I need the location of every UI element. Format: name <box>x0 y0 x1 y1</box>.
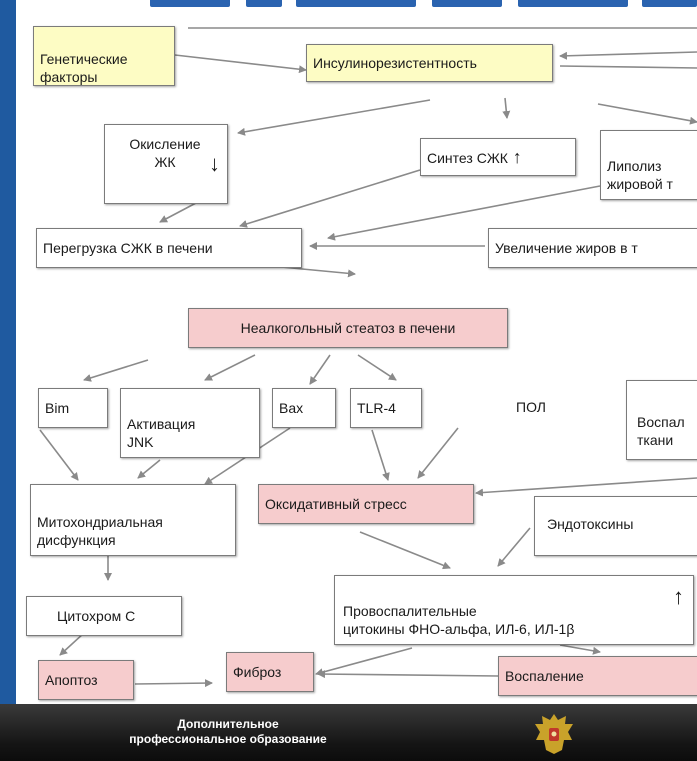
node-inflammation: Воспаление <box>498 656 697 696</box>
node-insulin-resistance: Инсулинорезистентность <box>306 44 553 82</box>
node-label: Эндотоксины <box>547 516 634 532</box>
node-endotoxins: Эндотоксины <box>534 496 697 556</box>
node-tissue-inflammation: Воспал ткани <box>626 380 697 460</box>
node-lipolysis: Липолиз жировой т <box>600 130 697 200</box>
node-jnk-activation: Активация JNK <box>120 388 260 458</box>
node-nafld-steatosis: Неалкогольный стеатоз в печени <box>188 308 508 348</box>
up-arrow-icon: ↑ <box>512 147 522 167</box>
node-label: Инсулинорезистентность <box>313 55 477 71</box>
node-ffa-overload-liver: Перегрузка СЖК в печени <box>36 228 302 268</box>
node-bim: Bim <box>38 388 108 428</box>
node-tlr4: TLR-4 <box>350 388 422 428</box>
node-label: Окисление ЖК <box>129 136 201 170</box>
node-pol: ПОЛ <box>510 390 570 426</box>
down-arrow-icon: ↓ <box>209 151 220 176</box>
node-label: ПОЛ <box>516 399 546 415</box>
node-label: Активация JNK <box>127 416 196 450</box>
node-label: Воспал ткани <box>637 414 685 448</box>
node-label: Воспаление <box>505 668 584 684</box>
node-mitochondrial-dysfunction: Митохондриальная дисфункция <box>30 484 236 556</box>
node-fibrosis: Фиброз <box>226 652 314 692</box>
footer-title: Дополнительное профессиональное образова… <box>129 717 327 746</box>
node-apoptosis: Апоптоз <box>38 660 134 700</box>
node-fa-oxidation: Окисление ЖК ↓ <box>104 124 228 204</box>
node-label: Фиброз <box>233 664 282 680</box>
node-proinflammatory-cytokines: Провоспалительные цитокины ФНО-альфа, ИЛ… <box>334 575 694 645</box>
node-label: Синтез СЖК <box>427 150 508 166</box>
node-label: Генетические факторы <box>40 51 128 85</box>
node-genetic-factors: Генетические факторы <box>33 26 175 86</box>
footer-bar: Дополнительное профессиональное образова… <box>0 704 697 761</box>
diagram-arrows <box>39 27 697 688</box>
node-label: Липолиз жировой т <box>607 158 673 192</box>
slide-edge <box>0 0 16 704</box>
node-label: Bax <box>279 400 304 416</box>
node-label: Оксидативный стресс <box>265 496 407 512</box>
node-label: Митохондриальная дисфункция <box>37 514 163 548</box>
node-label: Провоспалительные цитокины ФНО-альфа, ИЛ… <box>343 603 575 637</box>
node-ffa-synthesis: Синтез СЖК ↑ <box>420 138 576 176</box>
node-label: Неалкогольный стеатоз в печени <box>240 320 456 336</box>
node-bax: Bax <box>272 388 336 428</box>
header-title-fragment <box>120 0 697 8</box>
node-label: Bim <box>45 400 70 416</box>
node-cytochrome-c: Цитохром С <box>26 596 182 636</box>
russian-coat-of-arms-emblem <box>535 714 573 754</box>
node-label: TLR-4 <box>357 400 396 416</box>
node-label: Увеличение жиров в т <box>495 240 638 256</box>
node-label: Цитохром С <box>57 608 136 624</box>
node-label: Апоптоз <box>45 672 98 688</box>
node-fat-increase: Увеличение жиров в т <box>488 228 697 268</box>
node-oxidative-stress: Оксидативный стресс <box>258 484 474 524</box>
up-arrow-icon: ↑ <box>673 584 684 609</box>
node-label: Перегрузка СЖК в печени <box>43 240 213 256</box>
